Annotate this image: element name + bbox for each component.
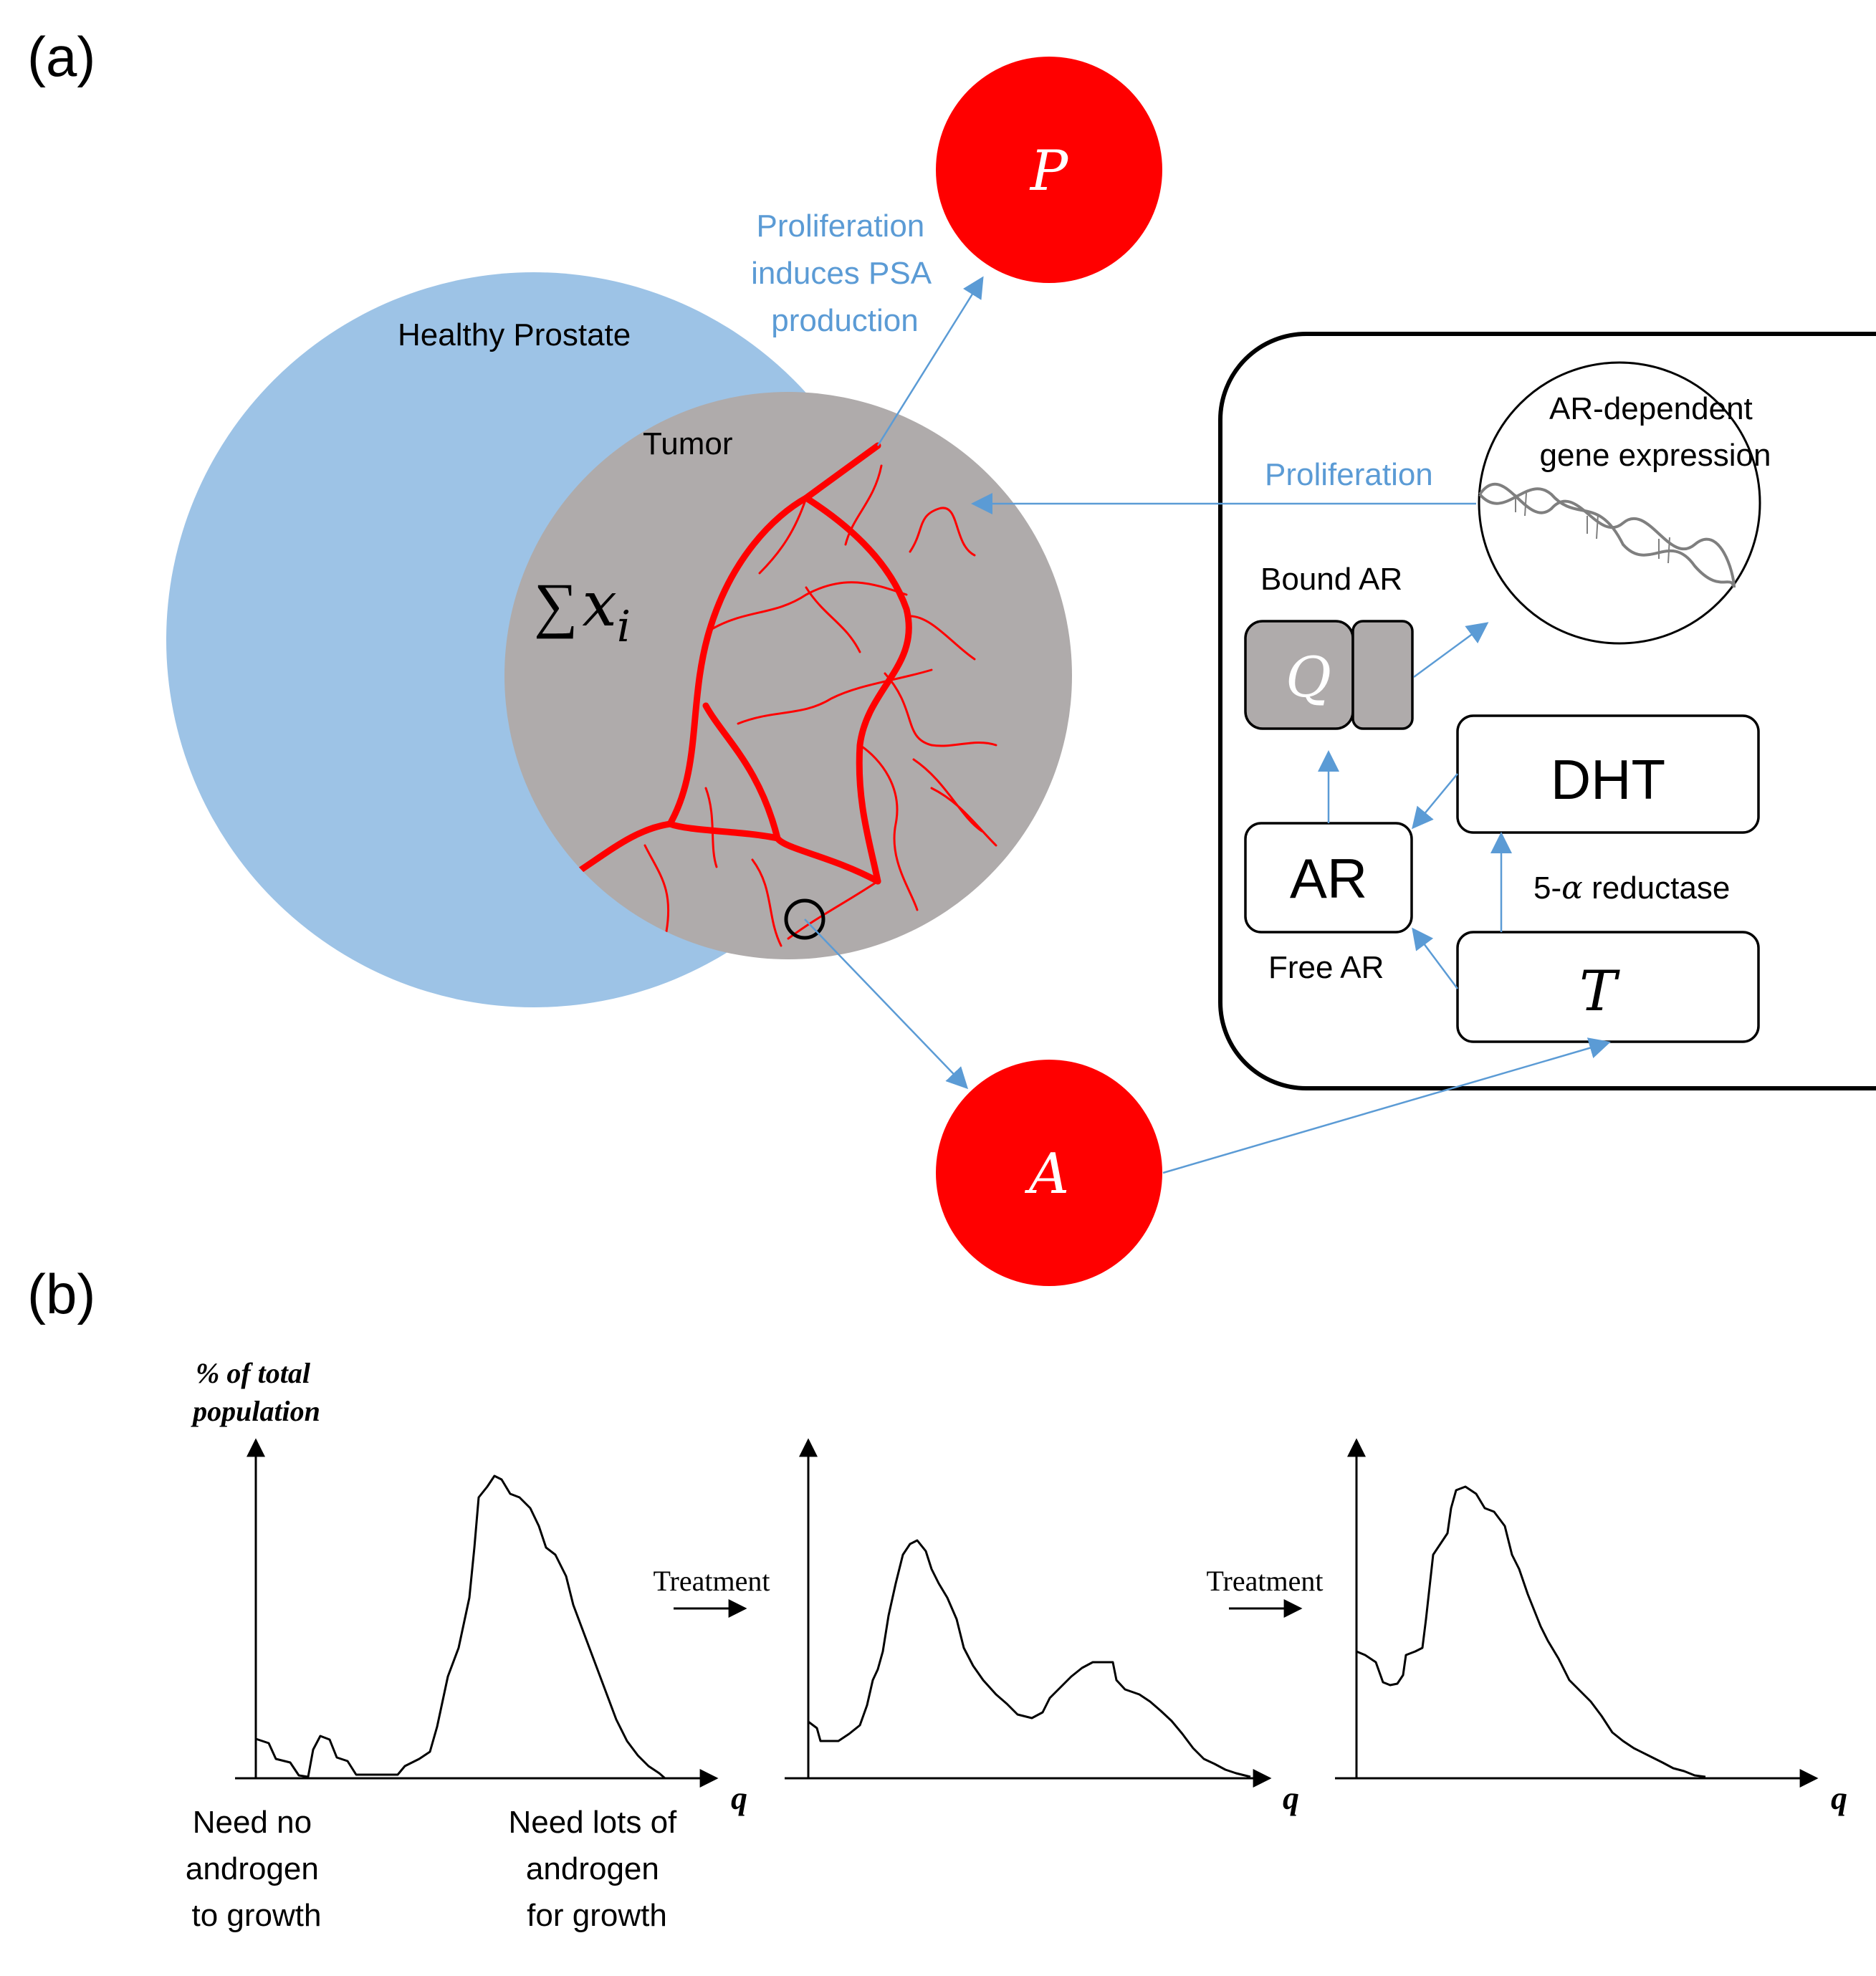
cell-box — [1218, 332, 1876, 1090]
arrow-t-to-ar — [1412, 927, 1459, 989]
arrow-bound-ar-to-nucleus — [1413, 622, 1489, 678]
left-end-label-line-2: androgen — [186, 1851, 319, 1886]
tumor-population-sum: ∑xi — [534, 569, 631, 652]
distribution-plot-2: q — [785, 1438, 1299, 1816]
blood-vessels — [530, 442, 997, 947]
free-ar-label: Free AR — [1268, 950, 1384, 985]
bound-ar-label: Bound AR — [1260, 562, 1402, 597]
psa-arrow-label: Proliferation induces PSA production — [751, 208, 939, 338]
psa-arrow-label-line-2: induces PSA — [751, 256, 932, 291]
right-end-label-line-2: androgen — [526, 1851, 659, 1886]
dht-label: DHT — [1551, 748, 1665, 811]
sum-variable: x — [582, 569, 617, 641]
dna-helix-icon — [1478, 482, 1736, 588]
psa-arrow-label-line-3: production — [771, 303, 918, 338]
gene-expression-label-line-2: gene expression — [1540, 438, 1771, 473]
psa-node — [936, 57, 1162, 283]
bound-ar-receptor-block — [1351, 620, 1414, 730]
proliferation-label: Proliferation — [1265, 457, 1433, 492]
psa-node-label: P — [1029, 139, 1069, 203]
right-end-label-line-3: for growth — [527, 1898, 667, 1933]
left-end-label-line-3: to growth — [192, 1898, 322, 1933]
right-end-label: Need lots of androgen for growth — [508, 1805, 685, 1933]
y-axis-label: % of total population — [191, 1357, 320, 1427]
left-end-label-line-1: Need no — [193, 1805, 312, 1840]
testosterone-symbol: T — [1579, 959, 1620, 1024]
panel-a-label: (a) — [27, 25, 95, 88]
plot-2-x-axis-label: q — [1283, 1780, 1299, 1816]
reductase-prefix: 5- — [1533, 871, 1561, 906]
distribution-plot-1: q — [235, 1438, 747, 1816]
plot-1-curve — [255, 1474, 666, 1780]
reductase-suffix: reductase — [1583, 871, 1730, 906]
ar-label: AR — [1290, 847, 1367, 910]
left-end-label: Need no androgen to growth — [186, 1805, 327, 1933]
arrow-dht-to-ar — [1412, 773, 1458, 830]
plot-1-x-axis-label: q — [731, 1780, 747, 1816]
tumor-region — [504, 392, 1072, 959]
sum-symbol: ∑ — [534, 570, 578, 639]
treatment-label-1: Treatment — [654, 1565, 770, 1597]
plot-2-curve — [808, 1539, 1251, 1778]
distribution-plot-3: q — [1335, 1438, 1847, 1816]
androgen-node — [936, 1060, 1162, 1286]
arrow-androgen-to-t — [1162, 1037, 1611, 1174]
psa-arrow-label-line-1: Proliferation — [756, 208, 924, 244]
androgen-node-label: A — [1025, 1142, 1069, 1207]
plot-3-curve — [1356, 1485, 1706, 1778]
tumor-label: Tumor — [643, 426, 733, 461]
gene-expression-label-line-1: AR-dependent — [1549, 391, 1753, 426]
bound-ar-symbol: Q — [1286, 646, 1331, 710]
panel-b-label: (b) — [27, 1262, 95, 1325]
y-axis-label-line-1: % of total — [196, 1357, 311, 1389]
reductase-label: 5-α reductase — [1533, 870, 1730, 906]
sum-subscript: i — [617, 602, 631, 652]
treatment-label-2: Treatment — [1207, 1565, 1324, 1597]
reductase-alpha: α — [1561, 870, 1583, 906]
nucleus — [1478, 361, 1761, 645]
arrow-tumor-to-androgen — [804, 919, 969, 1090]
right-end-label-line-1: Need lots of — [508, 1805, 677, 1840]
plot-3-x-axis-label: q — [1831, 1780, 1847, 1816]
vessel-sample-site — [784, 898, 825, 940]
y-axis-label-line-2: population — [191, 1395, 320, 1427]
healthy-prostate-label: Healthy Prostate — [398, 317, 631, 352]
arrow-tumor-to-psa — [876, 276, 984, 446]
gene-expression-label: AR-dependent gene expression — [1540, 391, 1771, 473]
